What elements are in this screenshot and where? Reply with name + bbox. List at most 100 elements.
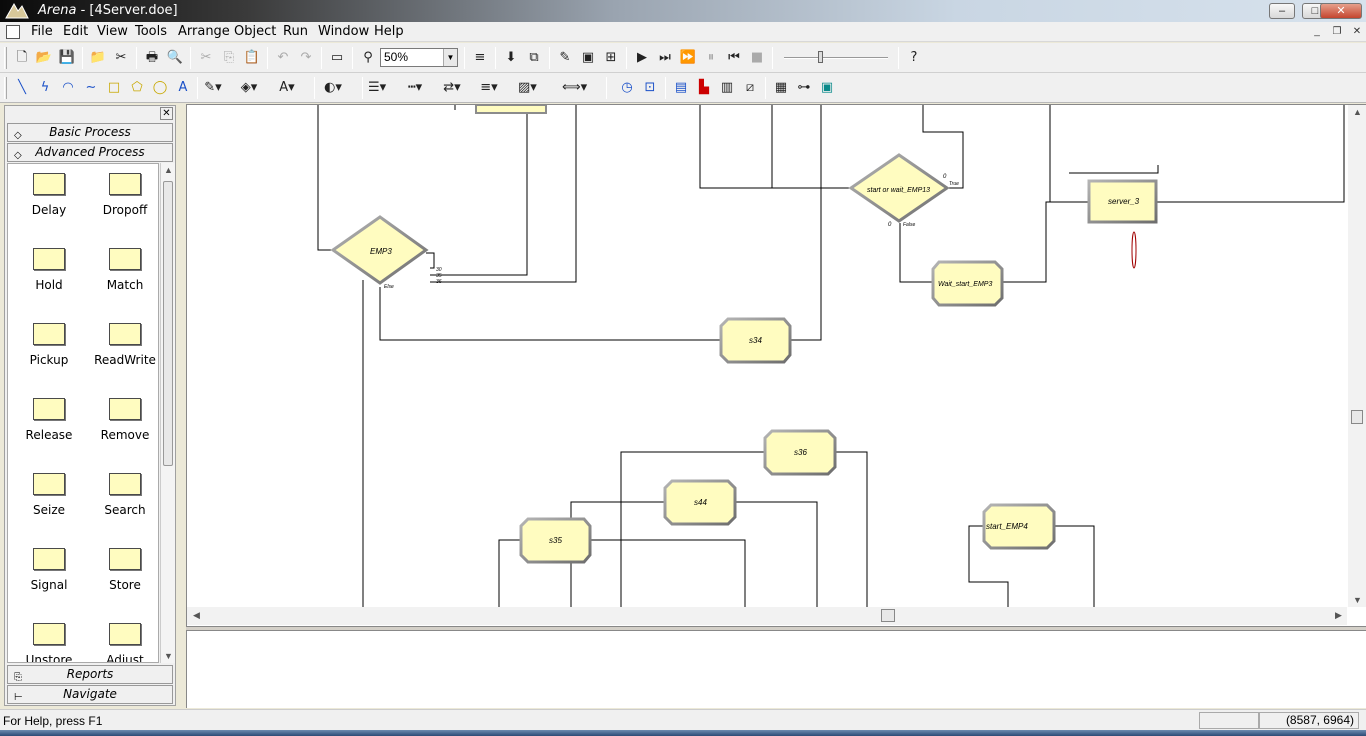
close-icon[interactable]: ✕ (160, 107, 173, 120)
module-release[interactable]: Release (12, 398, 82, 458)
line-pattern-icon[interactable]: ≡▾ (480, 80, 498, 95)
mdi-minimize-button[interactable]: _ (1314, 26, 1320, 37)
flowchart-svg[interactable]: EMP3 Else 30 35 36 start or wait_EMP13 T… (187, 105, 1347, 607)
clock-icon[interactable]: ◷ (621, 80, 633, 95)
storage-icon[interactable]: ⊶ (797, 80, 811, 95)
go-icon[interactable]: ▶ (637, 50, 647, 65)
mdi-close-button[interactable]: ✕ (1352, 26, 1362, 37)
module-readwrite[interactable]: ReadWrite (88, 323, 158, 383)
stop-icon[interactable]: ■ (750, 50, 764, 65)
panel-reports[interactable]: ⎘ Reports (7, 665, 173, 684)
splitter[interactable] (186, 626, 1366, 630)
scrollbar-thumb[interactable] (163, 181, 173, 466)
step-icon[interactable]: ⏭ (659, 50, 671, 65)
close-button[interactable]: ✕ (1320, 3, 1362, 19)
module-unstore[interactable]: Unstore (12, 623, 82, 662)
undo-icon[interactable]: ↶ (277, 50, 289, 65)
setup-icon[interactable]: ▣ (581, 50, 595, 65)
flowchart-canvas[interactable]: EMP3 Else 30 35 36 start or wait_EMP13 T… (187, 105, 1347, 607)
arc-icon[interactable]: ◠ (62, 80, 74, 95)
fast-forward-icon[interactable]: ⏩ (679, 50, 697, 65)
zoom-select[interactable]: 50% ▼ (380, 48, 458, 67)
minimize-button[interactable]: – (1269, 3, 1295, 19)
menu-window[interactable]: Window (318, 24, 370, 39)
process-server-3[interactable]: server_3 (1087, 179, 1158, 269)
decide-emp3[interactable]: EMP3 Else 30 35 36 (330, 215, 442, 290)
zoom-icon[interactable]: ⚲ (363, 50, 373, 65)
vertical-scrollbar[interactable]: ▲ ▼ (1348, 105, 1366, 607)
panel-navigate[interactable]: ⊢ Navigate (7, 685, 173, 704)
polygon-icon[interactable]: ⬠ (131, 80, 143, 95)
spreadsheet-view[interactable] (186, 630, 1366, 708)
fill-pattern-icon[interactable]: ▨▾ (518, 80, 537, 95)
paste-icon[interactable]: 📋 (243, 50, 261, 65)
slider-thumb[interactable] (818, 51, 823, 63)
show-dimensions-icon[interactable]: ⟺▾ (562, 80, 588, 95)
module-delay[interactable]: Delay (12, 173, 82, 233)
date-icon[interactable]: ⊡ (644, 80, 656, 95)
partial-module-top[interactable] (475, 105, 547, 114)
animation-speed-slider[interactable] (784, 51, 890, 65)
process-s36[interactable]: s36 (763, 429, 837, 476)
histogram-icon[interactable]: ▥ (720, 80, 734, 95)
cut-icon[interactable]: ✂ (200, 50, 212, 65)
module-store[interactable]: Store (88, 548, 158, 608)
line-width-icon[interactable]: ☰▾ (368, 80, 387, 95)
panel-basic-process[interactable]: ◇ Basic Process (7, 123, 173, 142)
process-s44[interactable]: s44 (663, 479, 737, 526)
module-signal[interactable]: Signal (12, 548, 82, 608)
module-adjust[interactable]: Adjust (88, 623, 158, 662)
horizontal-scrollbar[interactable]: ◀ ▶ (187, 607, 1347, 625)
open-folder-icon[interactable]: 📂 (35, 50, 53, 65)
module-search[interactable]: Search (88, 473, 158, 533)
polyline-icon[interactable]: ϟ (40, 80, 50, 95)
menu-edit[interactable]: Edit (63, 24, 89, 39)
submodel-icon[interactable]: ⊞ (605, 50, 617, 65)
resource-icon[interactable]: ▣ (820, 80, 834, 95)
process-start-emp4[interactable]: start_EMP4 (982, 503, 1056, 550)
level-icon[interactable]: ▙ (699, 80, 709, 95)
redo-icon[interactable]: ↷ (300, 50, 312, 65)
print-icon[interactable]: 🖶 (145, 50, 159, 65)
pause-icon[interactable]: ⏸ (707, 50, 715, 65)
line-color-icon[interactable]: ✎▾ (204, 80, 222, 95)
process-wait-start-emp3[interactable]: Wait_start_EMP3 (931, 260, 1004, 307)
text-color-icon[interactable]: A▾ (279, 80, 295, 95)
text-icon[interactable]: A (178, 80, 188, 95)
box-icon[interactable]: □ (107, 80, 121, 95)
menu-help[interactable]: Help (374, 24, 404, 39)
connect-icon[interactable]: ⧉ (529, 50, 539, 65)
line-icon[interactable]: ╲ (18, 80, 26, 95)
toolbar-grip[interactable] (4, 47, 7, 69)
new-file-icon[interactable]: 🗋 (16, 50, 28, 65)
view-region-icon[interactable]: ▭ (330, 50, 344, 65)
module-pickup[interactable]: Pickup (12, 323, 82, 383)
chevron-down-icon[interactable]: ▼ (443, 49, 457, 66)
menu-tools[interactable]: Tools (135, 24, 168, 39)
panel-advanced-process[interactable]: ◇ Advanced Process (7, 143, 173, 162)
detach-icon[interactable]: ✂ (115, 50, 127, 65)
menu-file[interactable]: File (31, 24, 53, 39)
layers-icon[interactable]: ≡ (474, 50, 486, 65)
menu-view[interactable]: View (97, 24, 128, 39)
submodel-down-icon[interactable]: ⬇ (505, 50, 517, 65)
print-preview-icon[interactable]: 🔍 (166, 50, 184, 65)
menu-object[interactable]: Object (234, 24, 277, 39)
bezier-icon[interactable]: ∼ (85, 80, 97, 95)
arena-app-icon[interactable] (4, 2, 30, 20)
process-s35[interactable]: s35 (519, 517, 592, 564)
window-bg-color-icon[interactable]: ◐▾ (324, 80, 342, 95)
module-match[interactable]: Match (88, 248, 158, 308)
menu-run[interactable]: Run (283, 24, 308, 39)
attach-icon[interactable]: 📁 (89, 50, 107, 65)
scrollbar-thumb[interactable] (1351, 410, 1363, 424)
copy-icon[interactable]: ⎘ (223, 50, 235, 65)
context-help-icon[interactable]: ? (910, 50, 918, 65)
plot-icon[interactable]: ⧄ (745, 80, 755, 95)
save-icon[interactable]: 💾 (58, 50, 76, 65)
module-dropoff[interactable]: Dropoff (88, 173, 158, 233)
line-style-icon[interactable]: ┅▾ (407, 80, 423, 95)
start-over-icon[interactable]: ⏮ (728, 50, 740, 65)
arrow-style-icon[interactable]: ⇄▾ (443, 80, 461, 95)
variable-icon[interactable]: ▤ (674, 80, 688, 95)
